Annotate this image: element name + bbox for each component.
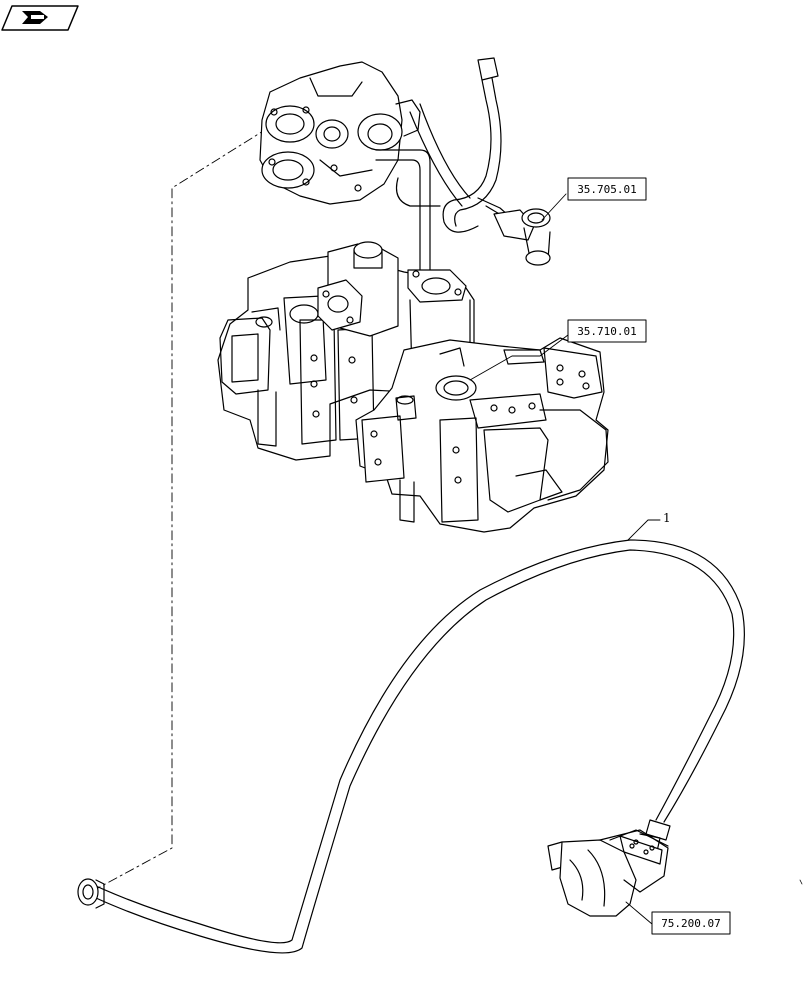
- callout-35-710-01[interactable]: 35.710.01: [567, 319, 647, 343]
- callout-leaders: [469, 193, 661, 925]
- control-valve-block: [217, 241, 475, 461]
- hydraulic-motor: [547, 829, 669, 917]
- next-page-arrow-icon[interactable]: [1, 5, 79, 31]
- corner-mark: [799, 879, 803, 885]
- item-number-label: 1: [663, 511, 671, 525]
- callout-35-705-01[interactable]: 35.705.01: [567, 177, 647, 201]
- rigid-tube: [375, 149, 441, 271]
- callout-75-200-07[interactable]: 75.200.07: [651, 911, 731, 935]
- flexible-hose-item-1: [77, 539, 745, 954]
- svg-text:35.705.01: 35.705.01: [577, 183, 637, 196]
- valve-section-right: [355, 337, 609, 533]
- svg-text:75.200.07: 75.200.07: [661, 917, 721, 930]
- pump-assembly: [259, 61, 421, 205]
- dashed-leader-line: [97, 127, 269, 889]
- elbow-fitting: [493, 208, 551, 266]
- svg-text:35.710.01: 35.710.01: [577, 325, 637, 338]
